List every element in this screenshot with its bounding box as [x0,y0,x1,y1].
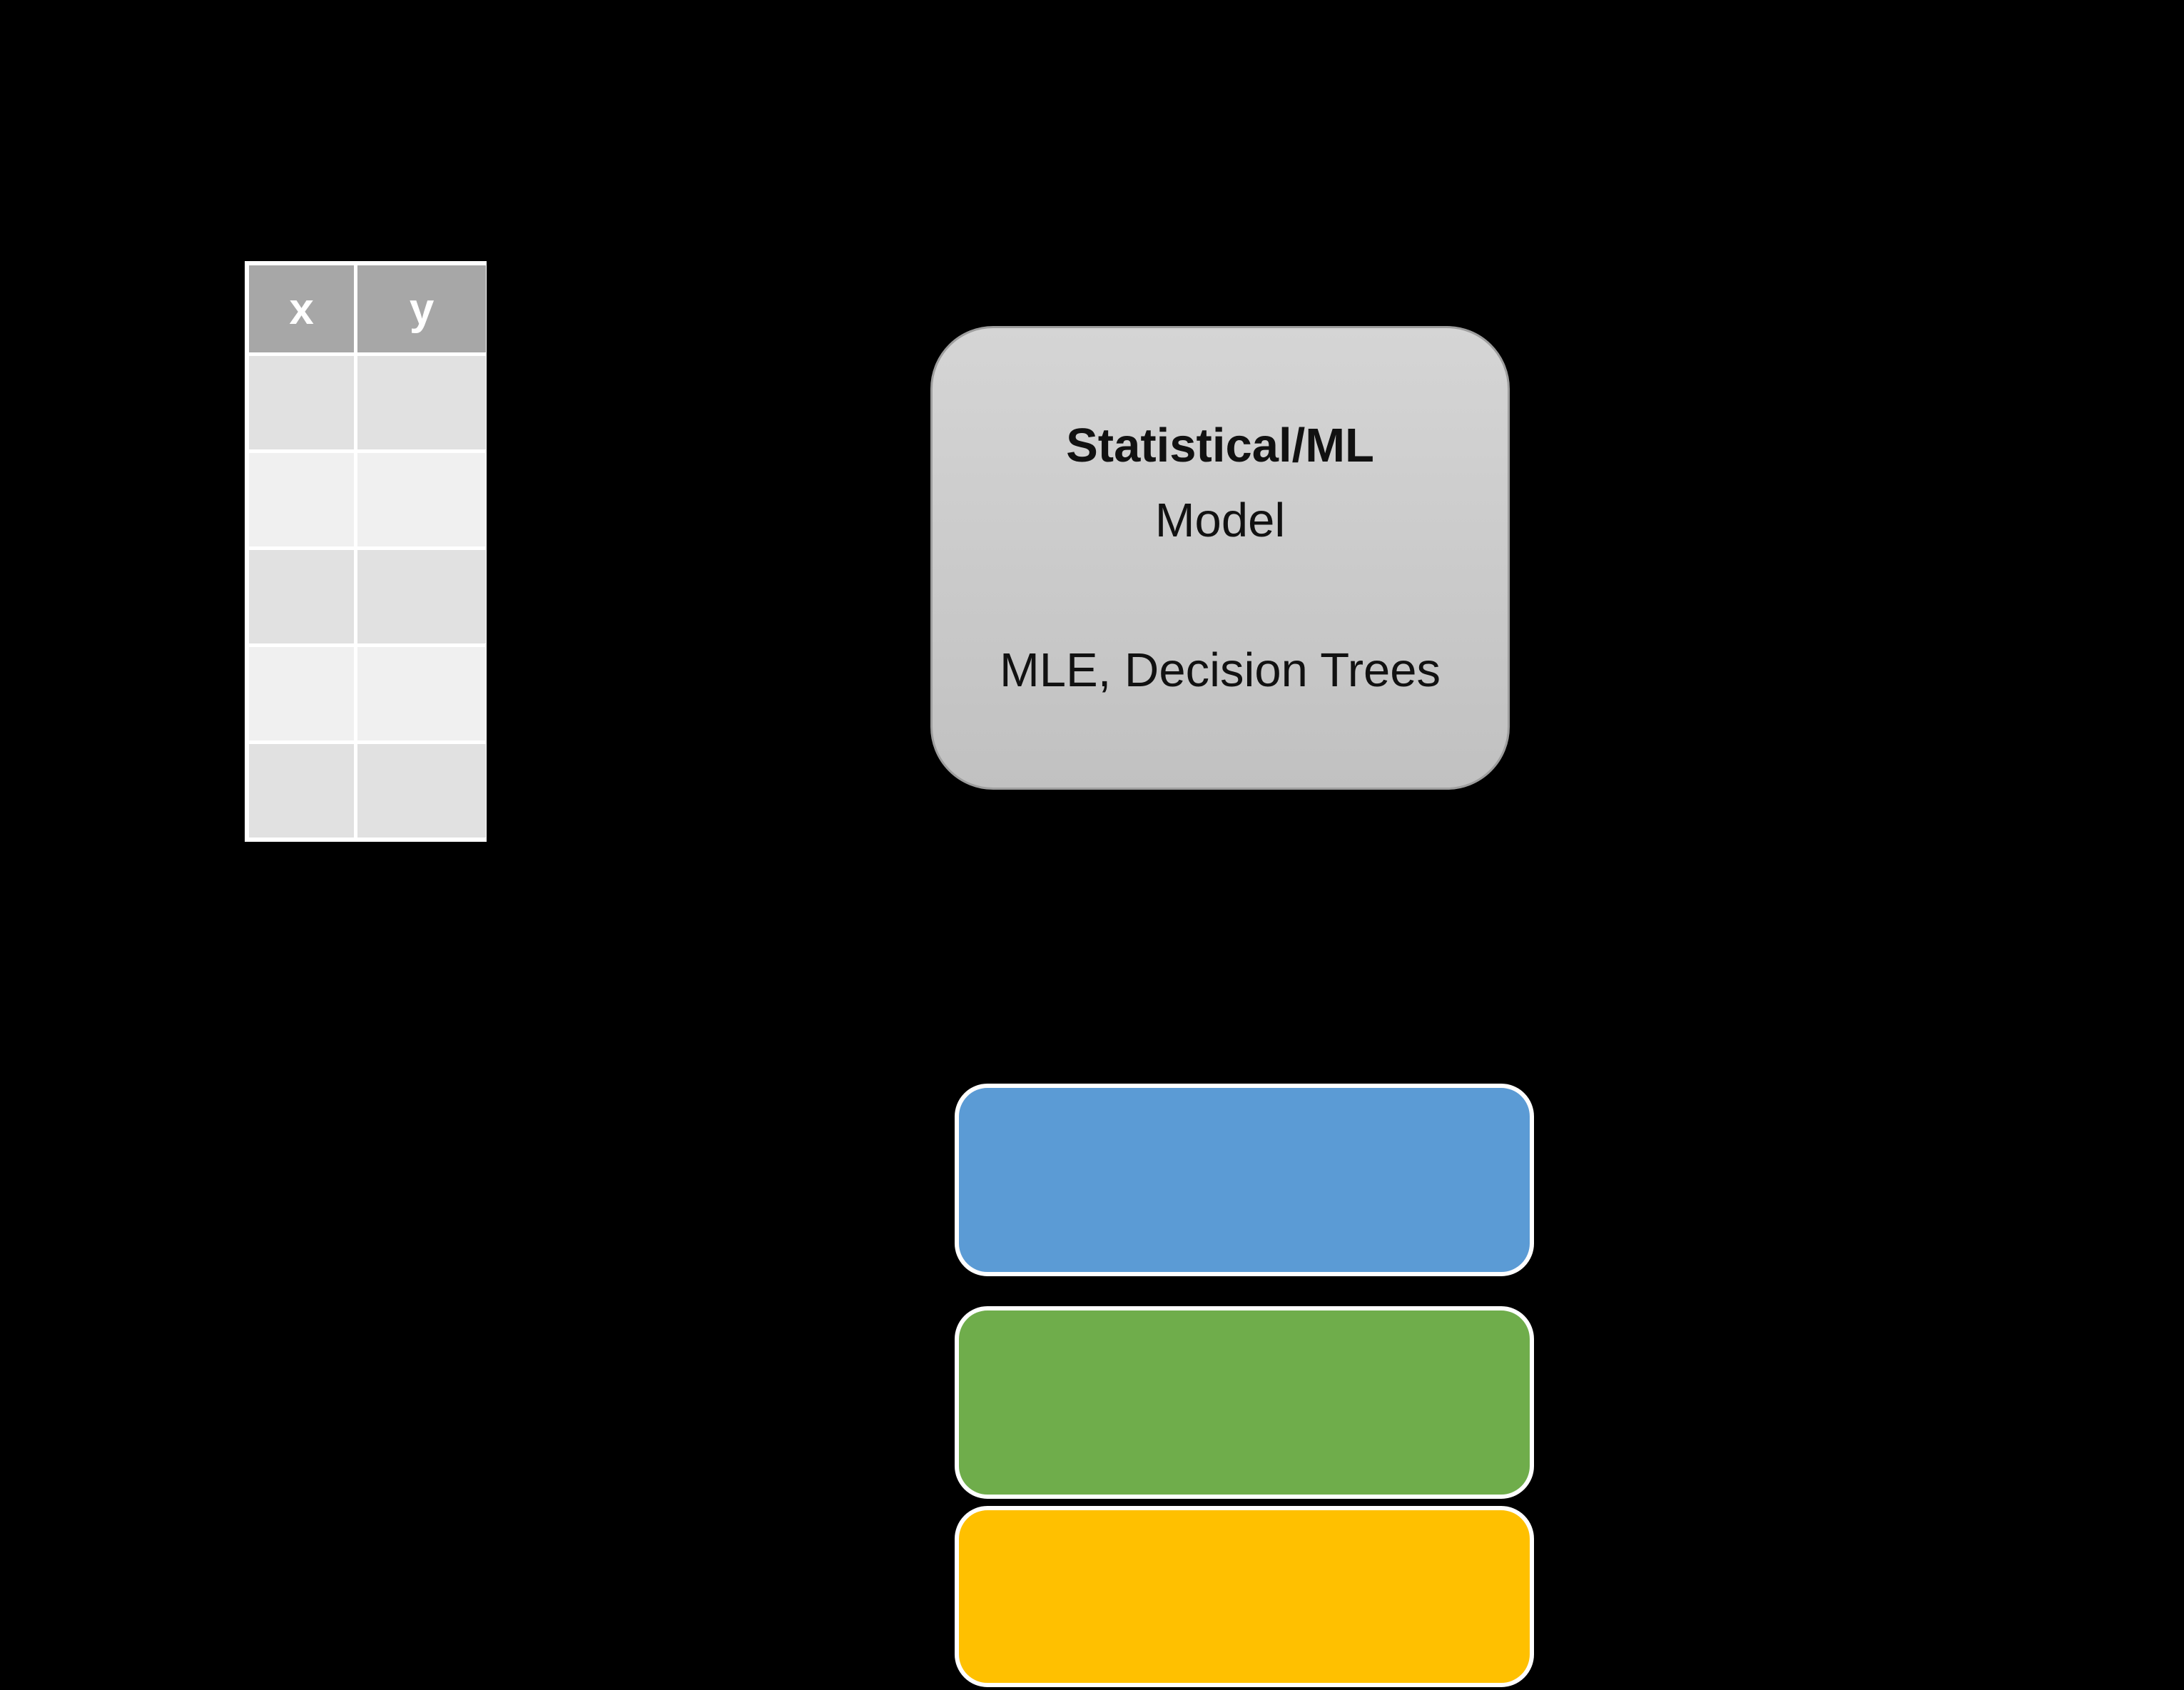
green-box [955,1306,1534,1499]
table-cell-r5-c2 [357,744,486,838]
model-box-spacer [933,558,1508,633]
table-cell-r3-c1 [249,550,355,643]
table-cell-r2-c1 [249,453,355,546]
table-cell-r2-c2 [357,453,486,546]
model-box-title: Statistical/ML [1066,419,1374,472]
table-header-y: y [357,265,486,352]
table-header-x: x [249,265,355,352]
table-cell-r3-c2 [357,550,486,643]
table-cell-r4-c2 [357,647,486,740]
xy-data-table: x y [245,261,487,842]
blue-box [955,1084,1534,1276]
table-cell-r4-c1 [249,647,355,740]
table-cell-r5-c1 [249,744,355,838]
model-box-subtitle: Model [1154,494,1286,547]
model-box: Statistical/ML Model MLE, Decision Trees [930,326,1510,790]
table-cell-r1-c1 [249,356,355,449]
model-box-detail: MLE, Decision Trees [999,643,1441,697]
yellow-box [955,1506,1534,1687]
table-cell-r1-c2 [357,356,486,449]
